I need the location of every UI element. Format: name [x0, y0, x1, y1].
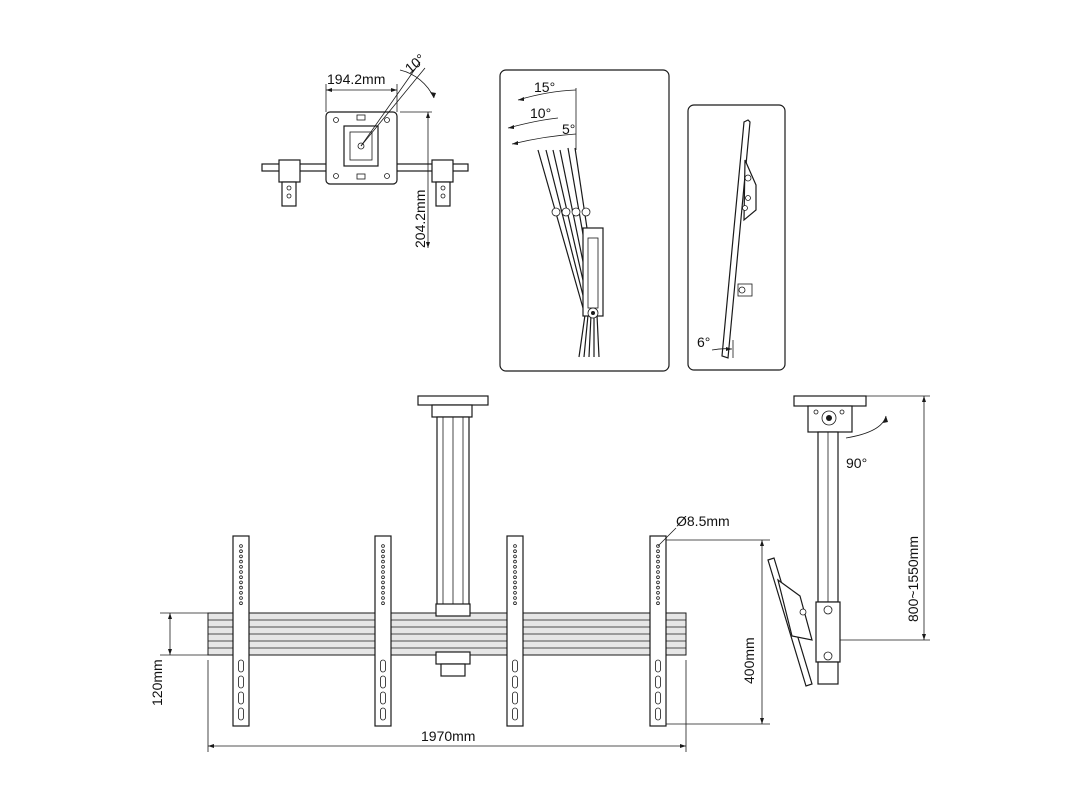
vertical-arm-2: [374, 535, 392, 727]
arm-hole: [513, 590, 517, 595]
arm-hole: [381, 564, 385, 569]
arm-slot: [512, 707, 518, 721]
bar-height-label: 120mm: [149, 659, 165, 706]
arm-hole: [513, 544, 517, 548]
arm-hole: [656, 585, 660, 590]
arm-hole: [513, 559, 517, 564]
arm-hole: [656, 575, 660, 579]
arm-hole: [513, 575, 517, 579]
arm-hole: [513, 601, 517, 605]
arm-hole: [381, 601, 385, 605]
arm-slot: [238, 707, 244, 721]
callout-hole-diameter: Ø8.5mm: [657, 513, 730, 547]
top-height-label: 204.2mm: [412, 190, 428, 248]
arm-slot: [655, 659, 661, 673]
total-width-label: 1970mm: [421, 728, 475, 744]
hole-diameter-label: Ø8.5mm: [676, 513, 730, 529]
side-view: 90°: [767, 395, 888, 687]
arm-hole: [381, 580, 385, 585]
arm-hole: [513, 596, 517, 600]
arm-slot: [238, 675, 244, 689]
arm-hole: [239, 585, 243, 590]
tilt-15-label: 15°: [534, 79, 555, 95]
dimension-top-width: 194.2mm: [325, 71, 398, 112]
arm-slot: [655, 691, 661, 705]
top-angle-label: 10°: [402, 50, 429, 76]
tilt-6-label: 6°: [697, 334, 710, 350]
arm-slot: [238, 659, 244, 673]
tilt-5-label: 5°: [562, 121, 575, 137]
arm-slot: [512, 675, 518, 689]
arm-slot: [380, 707, 386, 721]
arm-hole: [513, 585, 517, 590]
arm-hole: [513, 549, 517, 553]
arm-hole: [656, 554, 660, 559]
arm-hole: [239, 549, 243, 553]
arm-hole: [239, 564, 243, 569]
arm-slot: [512, 691, 518, 705]
arm-hole: [381, 544, 385, 548]
arm-hole: [656, 564, 660, 569]
tilt-6-detail-box: 6°: [687, 104, 786, 371]
arm-hole: [513, 554, 517, 559]
arm-hole: [656, 596, 660, 600]
vertical-arm-1: [232, 535, 250, 727]
arm-hole: [656, 570, 660, 574]
dimension-drop-range: 800~1550mm: [840, 395, 930, 641]
arm-hole: [381, 570, 385, 574]
arm-hole: [381, 590, 385, 595]
rotate-90-label: 90°: [846, 455, 867, 471]
top-width-label: 194.2mm: [327, 71, 385, 87]
tilt-10-label: 10°: [530, 105, 551, 121]
arm-hole: [656, 601, 660, 605]
dimension-bar-height: 120mm: [149, 612, 208, 706]
dimension-total-width: 1970mm: [207, 660, 687, 752]
arm-hole: [239, 570, 243, 574]
arm-slot: [238, 691, 244, 705]
arm-slot: [655, 707, 661, 721]
dimension-vertical-400: 400mm: [666, 539, 770, 725]
vertical-400-label: 400mm: [741, 637, 757, 684]
arm-hole: [656, 559, 660, 564]
arm-hole: [239, 590, 243, 595]
top-view-plate: [261, 61, 469, 207]
arm-hole: [381, 596, 385, 600]
vertical-arm-4: [649, 535, 667, 727]
tilt-detail-box: 15° 10° 5°: [499, 69, 670, 372]
arm-hole: [513, 564, 517, 569]
arm-slot: [380, 659, 386, 673]
arm-hole: [656, 580, 660, 585]
arm-hole: [239, 559, 243, 564]
arm-hole: [239, 554, 243, 559]
arm-hole: [239, 575, 243, 579]
arm-hole: [239, 544, 243, 548]
arm-hole: [381, 549, 385, 553]
arm-hole: [513, 580, 517, 585]
arm-slot: [655, 675, 661, 689]
arm-hole: [381, 585, 385, 590]
vertical-arm-3: [506, 535, 524, 727]
arm-hole: [381, 559, 385, 564]
arm-hole: [513, 570, 517, 574]
arm-hole: [239, 580, 243, 585]
arm-slot: [380, 691, 386, 705]
arm-hole: [381, 575, 385, 579]
arm-slot: [512, 659, 518, 673]
dimension-top-angle: 10°: [399, 50, 436, 99]
arm-hole: [656, 590, 660, 595]
arm-slot: [380, 675, 386, 689]
arm-hole: [381, 554, 385, 559]
dimension-top-height: 204.2mm: [400, 111, 432, 248]
arm-hole: [239, 596, 243, 600]
drop-range-label: 800~1550mm: [905, 536, 921, 622]
arm-hole: [656, 549, 660, 553]
front-view: [207, 395, 687, 727]
arm-hole: [239, 601, 243, 605]
